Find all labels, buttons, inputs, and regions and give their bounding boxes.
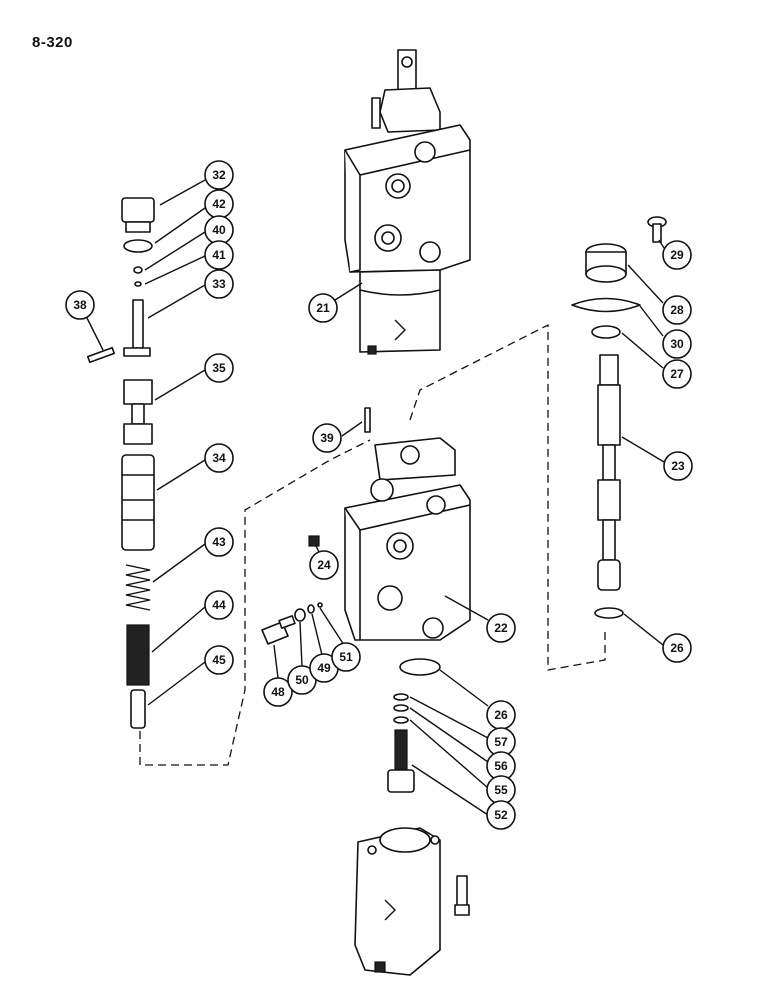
callout-39: 39 [312,423,342,453]
callout-52: 52 [486,800,516,830]
callout-51-label: 51 [339,650,353,664]
right-parts-stack [571,216,667,619]
callout-23-label: 23 [671,459,685,473]
callout-33-label: 33 [212,277,226,291]
callout-43: 43 [204,527,234,557]
callout-29-label: 29 [670,248,684,262]
callout-33: 33 [204,269,234,299]
callout-48: 48 [263,677,293,707]
callout-38-label: 38 [73,298,87,312]
callout-45-label: 45 [212,653,226,667]
callout-57-label: 57 [494,735,508,749]
callout-42: 42 [204,189,234,219]
callout-27-label: 27 [670,367,684,381]
leader-lines [86,179,665,816]
callout-26-right: 26 [662,633,692,663]
callout-49: 49 [309,653,339,683]
center-bottom-stack [387,658,441,793]
callout-27: 27 [662,359,692,389]
callout-38: 38 [65,290,95,320]
callout-35: 35 [204,353,234,383]
dashed-path-right [409,323,606,671]
callout-43-label: 43 [212,535,226,549]
adjuster-parts [261,407,371,645]
callout-55: 55 [486,775,516,805]
callout-40-label: 40 [212,223,226,237]
callout-57: 57 [486,727,516,757]
callout-41: 41 [204,240,234,270]
callout-50-label: 50 [295,673,309,687]
page-number: 8-320 [32,34,73,51]
callout-26-lower: 26 [486,700,516,730]
callout-40: 40 [204,215,234,245]
callout-21-label: 21 [316,301,330,315]
callout-34-label: 34 [212,451,226,465]
callout-45: 45 [204,645,234,675]
dashed-path-left [139,439,371,766]
callout-24-label: 24 [317,558,331,572]
callout-26-lower-label: 26 [494,708,508,722]
callout-30: 30 [662,329,692,359]
callout-42-label: 42 [212,197,226,211]
callout-35-label: 35 [212,361,226,375]
callout-32: 32 [204,160,234,190]
left-parts-stack [86,197,155,729]
callout-34: 34 [204,443,234,473]
callout-44: 44 [204,590,234,620]
end-cover [354,827,470,976]
callout-21: 21 [308,293,338,323]
callout-55-label: 55 [494,783,508,797]
callout-23: 23 [663,451,693,481]
callout-22-label: 22 [494,621,508,635]
callout-56: 56 [486,751,516,781]
callout-52-label: 52 [494,808,508,822]
callout-32-label: 32 [212,168,226,182]
callout-48-label: 48 [271,685,285,699]
callout-41-label: 41 [212,248,226,262]
callout-29: 29 [662,240,692,270]
callout-39-label: 39 [320,431,334,445]
callout-56-label: 56 [494,759,508,773]
callout-51: 51 [331,642,361,672]
callout-24: 24 [309,550,339,580]
upper-valve-section [344,49,471,355]
callout-50: 50 [287,665,317,695]
callout-44-label: 44 [212,598,226,612]
callout-49-label: 49 [317,661,331,675]
callout-30-label: 30 [670,337,684,351]
callout-22: 22 [486,613,516,643]
callout-28: 28 [662,295,692,325]
callout-28-label: 28 [670,303,684,317]
callout-26-right-label: 26 [670,641,684,655]
middle-valve-section [344,437,471,641]
